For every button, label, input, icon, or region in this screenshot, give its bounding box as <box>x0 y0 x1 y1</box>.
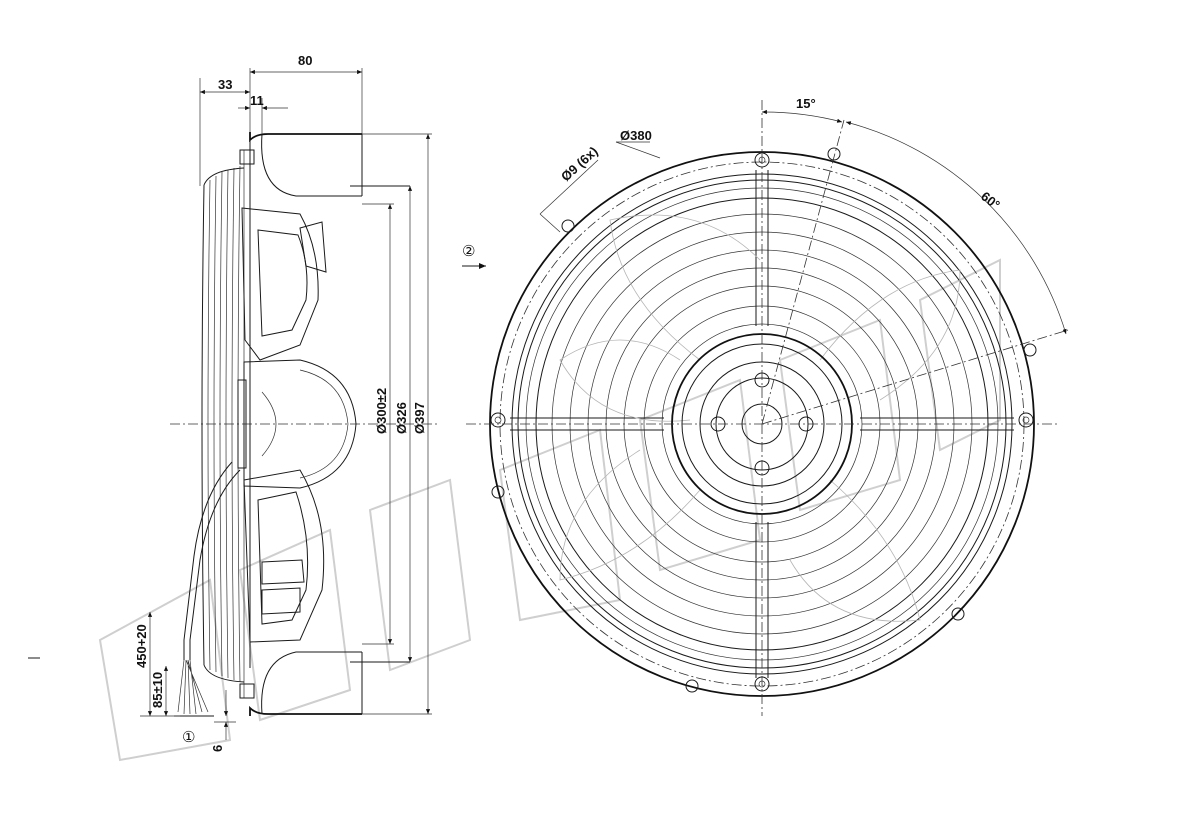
dim-bolt-circle: Ø380 <box>620 128 652 143</box>
dim-mount-offset: 33 <box>218 77 232 92</box>
angle-60: 60° <box>978 189 1003 213</box>
dimensions-top <box>199 68 363 186</box>
angle-dimensions <box>761 109 1067 335</box>
dim-d397: Ø397 <box>412 402 427 434</box>
side-view <box>28 68 486 740</box>
dimensions-diameter <box>362 133 432 715</box>
mounting-holes <box>490 147 1037 693</box>
dim-d300: Ø300±2 <box>374 388 389 434</box>
angle-15: 15° <box>796 96 816 111</box>
dimensions-cable <box>140 612 236 740</box>
motor-hub-side <box>237 359 357 489</box>
callout-1: ① <box>182 729 195 746</box>
dim-flange: 11 <box>250 93 264 108</box>
callout-2: ② <box>462 243 475 260</box>
dim-holes: Ø9 (6x) <box>558 144 601 185</box>
dim-d326: Ø326 <box>394 402 409 434</box>
dim-overall-depth: 80 <box>298 53 312 68</box>
dim-lead-end: 6 <box>210 745 225 752</box>
cable <box>174 461 241 717</box>
watermark <box>98 258 1001 762</box>
front-view <box>466 100 1069 716</box>
blades-side <box>241 207 327 643</box>
dim-cable-length: 450+20 <box>134 624 149 668</box>
dim-strip-length: 85±10 <box>150 672 165 708</box>
